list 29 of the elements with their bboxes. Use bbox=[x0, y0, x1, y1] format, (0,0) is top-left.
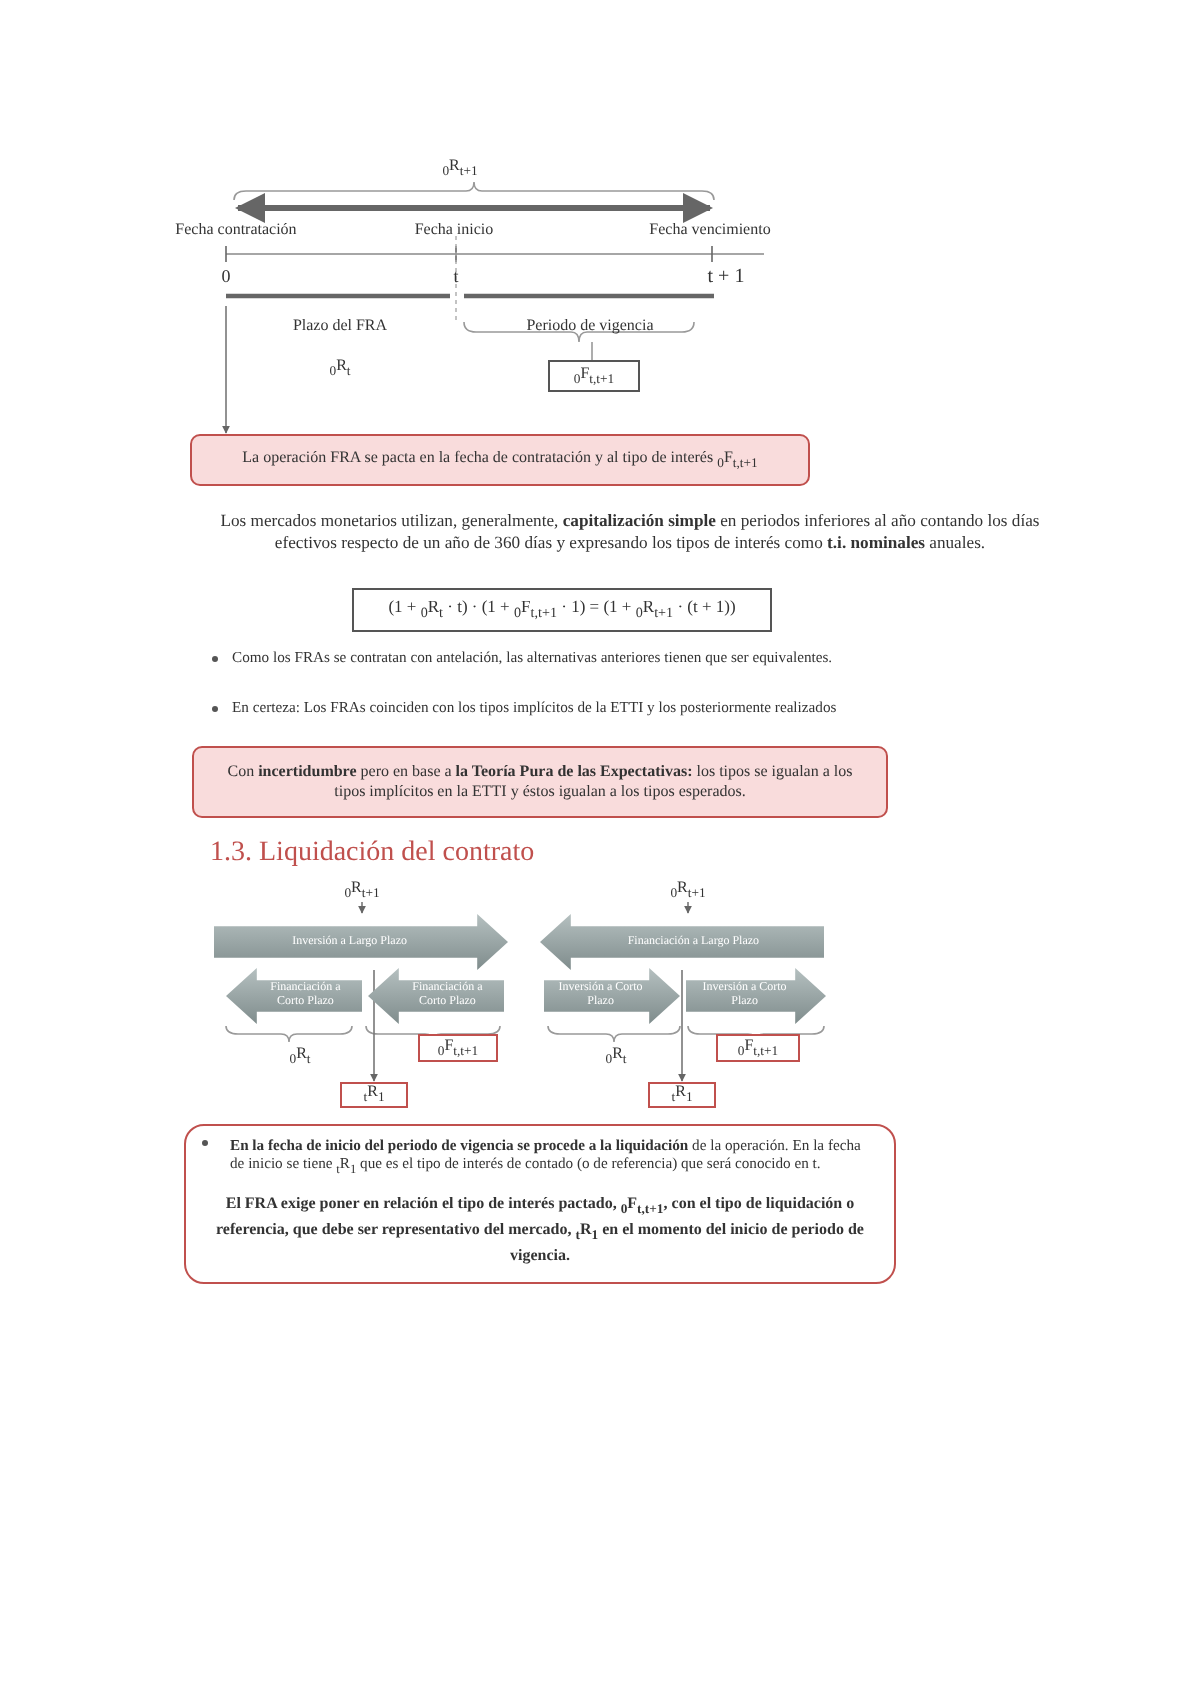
note-box: La operación FRA se pacta en la fecha de contratación y al tipo de interés $_{0}$F$_{t,t+1}$ bbox=[190, 434, 810, 486]
value-box: (1 + $_{0}$R$_{t}$ · t) · (1 + $_{0}$F$_{t,t+1}$ · 1) = (1 + $_{0}$R$_{t+1}$ · (t + 1)) bbox=[352, 588, 772, 632]
text-label: Periodo de vigencia bbox=[524, 316, 656, 335]
arrow bbox=[358, 901, 366, 914]
text-label: Fecha vencimiento bbox=[647, 220, 773, 239]
arrow bbox=[370, 969, 378, 1082]
tick-label: t + 1 bbox=[705, 266, 747, 289]
note-box: Con incertidumbre pero en base ala Teoría Pura de las Expectativas: los tipos se igualan a los tipos implícitos en la ETTI y éstos igualan a los tipos esperados. bbox=[192, 746, 888, 818]
value-box: $_{t}$R$_{1}$ bbox=[340, 1082, 408, 1108]
text-label: $_{0}$R$_{t}$ bbox=[327, 356, 353, 381]
arrow bbox=[222, 305, 230, 434]
text-label: $_{0}$R$_{t+1}$ bbox=[440, 156, 480, 181]
text-label: Plazo del FRA bbox=[290, 316, 390, 335]
tick-label: 0 bbox=[219, 266, 233, 287]
rate-label: $_{0}$R$_{t+1}$ bbox=[326, 880, 398, 902]
rate-label: $_{0}$R$_{t+1}$ bbox=[652, 880, 724, 902]
paragraph: Los mercados monetarios utilizan, generalmente, capitalización simple en periodos inferiores al año contando los días efectivos respecto de un año de 360 días y expresando los tipos de interés como t.i. nominales anuales. bbox=[218, 510, 1042, 555]
arrow bbox=[684, 901, 692, 914]
tick-label: t bbox=[451, 266, 461, 287]
value-box: $_{0}$F$_{t,t+1}$ bbox=[548, 360, 640, 392]
value-box: $_{t}$R$_{1}$ bbox=[648, 1082, 716, 1108]
section-heading: 1.3. Liquidación del contrato bbox=[210, 838, 537, 871]
value-box: $_{0}$F$_{t,t+1}$ bbox=[418, 1034, 498, 1062]
text-label: $_{0}$R$_{t}$ bbox=[287, 1044, 313, 1069]
text-label: Fecha contratación bbox=[173, 220, 299, 239]
text-label: $_{0}$R$_{t}$ bbox=[603, 1044, 629, 1069]
arrow bbox=[678, 969, 686, 1082]
value-box: $_{0}$F$_{t,t+1}$ bbox=[716, 1034, 800, 1062]
text-label: Fecha inicio bbox=[412, 220, 496, 239]
